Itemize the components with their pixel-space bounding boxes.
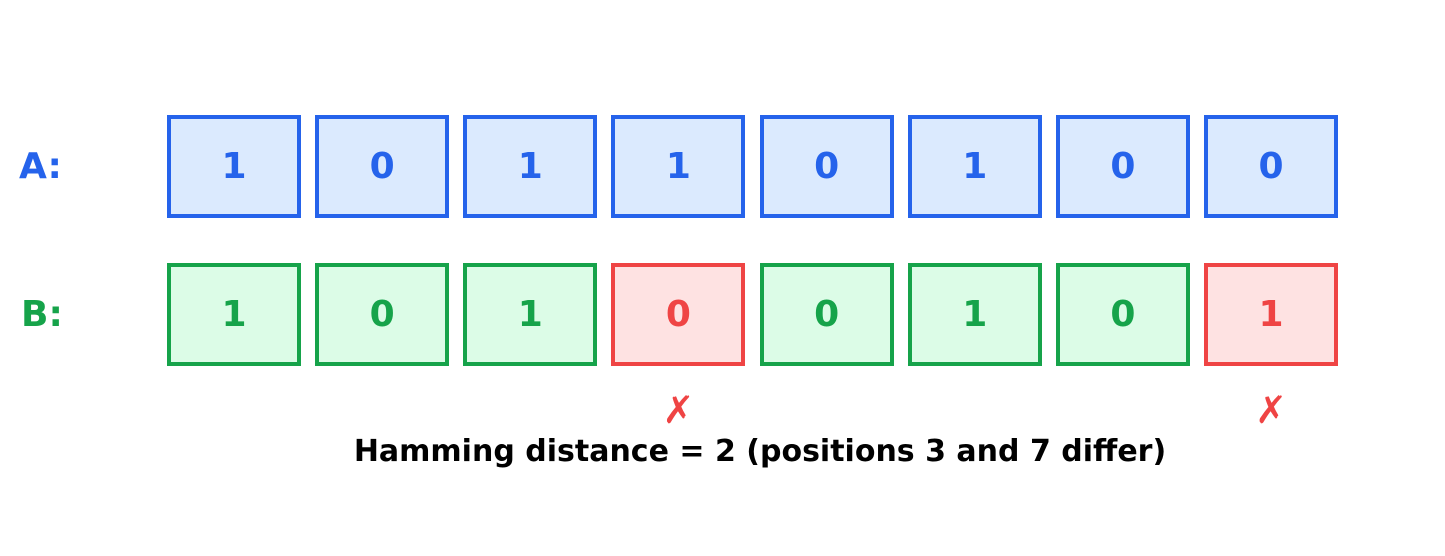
a-bit-box: 1 bbox=[907, 115, 1042, 218]
row-b-label: B: bbox=[21, 294, 63, 335]
diff-cross-icon: ✗ bbox=[1255, 388, 1287, 432]
a-bit-box: 0 bbox=[759, 115, 894, 218]
a-bit-box: 0 bbox=[1204, 115, 1339, 218]
caption: Hamming distance = 2 (positions 3 and 7 … bbox=[353, 434, 1167, 469]
a-bit-box: 0 bbox=[1055, 115, 1190, 218]
b-bit-box: 1 bbox=[1204, 263, 1339, 366]
b-bit-box: 1 bbox=[463, 263, 598, 366]
b-bit-box: 1 bbox=[907, 263, 1042, 366]
a-bit-box: 0 bbox=[315, 115, 450, 218]
b-bit-box: 0 bbox=[315, 263, 450, 366]
row-a-label: A: bbox=[19, 146, 62, 187]
a-bit-box: 1 bbox=[463, 115, 598, 218]
diff-cross-icon: ✗ bbox=[662, 388, 695, 432]
b-bit-box: 0 bbox=[1055, 263, 1190, 366]
a-bit-box: 1 bbox=[611, 115, 746, 218]
b-bit-box: 0 bbox=[611, 263, 746, 366]
a-bit-box: 1 bbox=[167, 115, 301, 218]
b-bit-box: 0 bbox=[759, 263, 894, 366]
b-bit-box: 1 bbox=[167, 263, 301, 366]
